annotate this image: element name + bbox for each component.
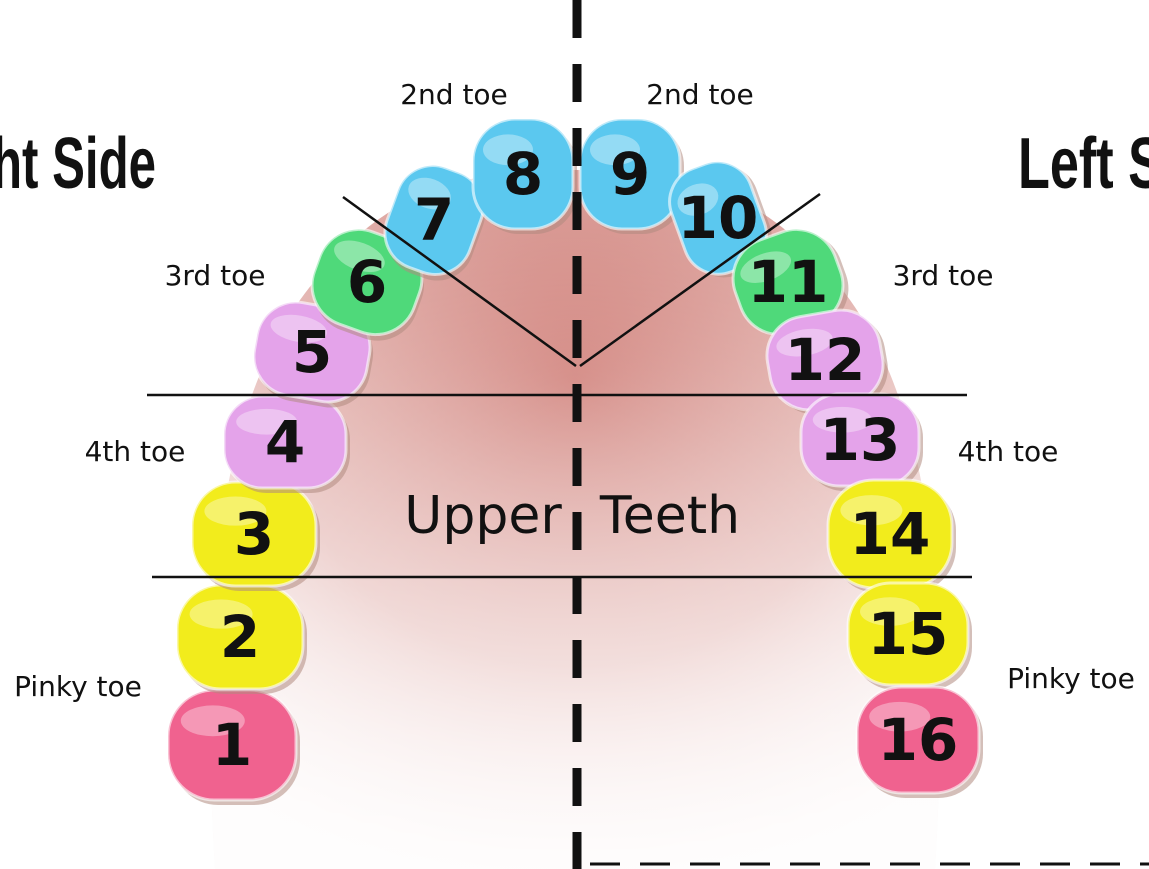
tooth-highlight: [483, 134, 533, 166]
left-side-label: Left S: [1018, 124, 1149, 204]
tooth-number: 2: [220, 603, 260, 671]
tooth-highlight: [677, 183, 719, 216]
tooth-highlight: [270, 314, 327, 343]
tooth-highlight: [408, 177, 451, 210]
tooth-number: 3: [234, 500, 274, 568]
tooth-number: 16: [878, 706, 959, 774]
tooth-crown: [383, 164, 485, 276]
tooth-highlight: [740, 251, 792, 283]
tooth-highlight: [189, 599, 253, 629]
tooth-crown: [855, 685, 981, 795]
tooth-13: 13: [799, 392, 923, 491]
upper-label: Upper: [404, 486, 562, 546]
tooth-crown: [471, 117, 575, 231]
tooth-number: 5: [292, 318, 332, 386]
tooth-number: 4: [265, 408, 305, 476]
tooth-number: 9: [610, 140, 650, 208]
toe-label-2nd-left: 2nd toe: [400, 78, 508, 111]
tooth-highlight: [812, 406, 872, 433]
tooth-number: 7: [414, 186, 454, 254]
toe-label-pinky-right: Pinky toe: [1007, 662, 1135, 695]
tooth-highlight: [869, 701, 931, 732]
teeth-label: Teeth: [599, 486, 740, 546]
tooth-number: 8: [503, 140, 543, 208]
tooth-number: 10: [678, 184, 759, 252]
tooth-number: 11: [748, 248, 829, 316]
tooth-highlight: [860, 597, 920, 626]
tooth-4: 4: [222, 394, 350, 493]
tooth-16: 16: [855, 685, 983, 798]
toe-label-3rd-right: 3rd toe: [893, 259, 994, 292]
toe-label-pinky-left: Pinky toe: [14, 670, 142, 703]
tooth-3: 3: [190, 480, 320, 591]
tooth-number: 15: [868, 600, 949, 668]
tooth-8: 8: [471, 117, 577, 234]
tooth-highlight: [236, 408, 298, 435]
tooth-crown: [578, 117, 682, 231]
tooth-12: 12: [765, 308, 888, 415]
tooth-number: 13: [820, 406, 901, 474]
tooth-number: 12: [785, 326, 866, 394]
tooth-crown: [846, 581, 970, 687]
toe-label-4th-right: 4th toe: [958, 435, 1059, 468]
tooth-highlight: [204, 496, 267, 526]
tooth-14: 14: [826, 478, 956, 593]
tooth-2: 2: [175, 583, 307, 694]
tooth-number: 14: [850, 500, 931, 568]
tooth-highlight: [840, 495, 903, 526]
tooth-7: 7: [383, 164, 486, 281]
right-side-label: ht Side: [0, 124, 156, 204]
tooth-highlight: [590, 134, 640, 166]
tooth-highlight: [334, 240, 385, 273]
tooth-highlight: [180, 705, 245, 737]
tooth-highlight: [776, 328, 833, 357]
toe-label-4th-left: 4th toe: [85, 435, 186, 468]
toe-label-2nd-right: 2nd toe: [646, 78, 754, 111]
left-diagonal-line: [342, 195, 577, 368]
toe-label-3rd-left: 3rd toe: [165, 259, 266, 292]
tooth-number: 6: [347, 248, 387, 316]
tooth-15: 15: [846, 581, 972, 690]
tooth-9: 9: [578, 117, 684, 234]
tooth-number: 1: [212, 711, 252, 779]
right-diagonal-line: [579, 192, 821, 368]
tooth-1: 1: [166, 688, 300, 805]
